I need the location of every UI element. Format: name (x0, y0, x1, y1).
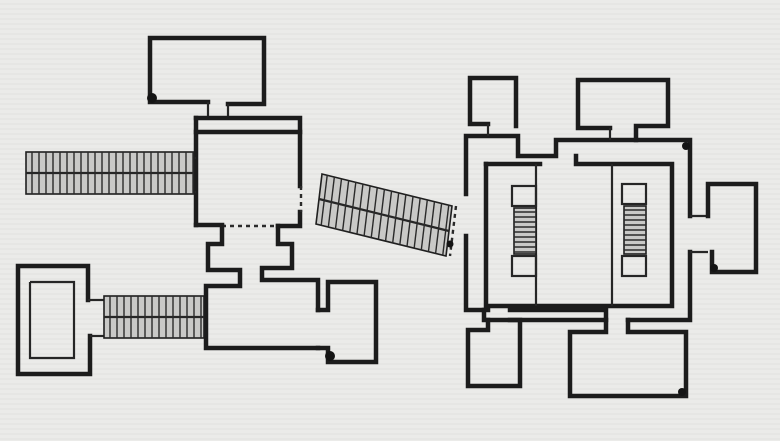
stair-tread (320, 175, 328, 226)
room-top-center-right (467, 75, 519, 136)
room-bottom-right (567, 317, 689, 399)
stair-left-lower (103, 295, 205, 339)
stair-treads (320, 175, 450, 256)
stair-tread (349, 182, 357, 233)
room-top-right (575, 77, 671, 143)
wing-bottom-center (315, 279, 379, 365)
stair-treads (31, 152, 194, 194)
room-far-right (705, 181, 759, 275)
stair-tread (384, 191, 393, 242)
stair-right-b (620, 182, 648, 278)
stair-tread (420, 199, 428, 251)
stair-tread (442, 205, 450, 256)
room-top-left (147, 35, 267, 118)
stair-treads (109, 296, 202, 338)
stair-treads (514, 211, 536, 253)
stair-tread (356, 183, 364, 235)
room-bottom-left (15, 263, 104, 377)
stair-left-upper (25, 151, 195, 195)
stair-tread (327, 176, 336, 228)
stair-tread (406, 196, 414, 247)
stair-tread (392, 192, 400, 243)
stair-tread (434, 203, 443, 254)
stair-tread (341, 180, 350, 231)
stair-tread (363, 185, 371, 236)
stair-tread (413, 198, 421, 249)
passage-left (203, 223, 321, 351)
stair-tread (334, 178, 343, 229)
stair-tread (399, 194, 407, 245)
stair-right-a (510, 184, 538, 278)
stair-treads (624, 209, 646, 251)
stair-tread (377, 189, 386, 240)
paper-texture (0, 3, 780, 440)
ramp-center (315, 173, 458, 257)
stair-tread (427, 201, 436, 252)
stair-tread (370, 187, 378, 238)
room-bottom-center-right (465, 317, 523, 389)
